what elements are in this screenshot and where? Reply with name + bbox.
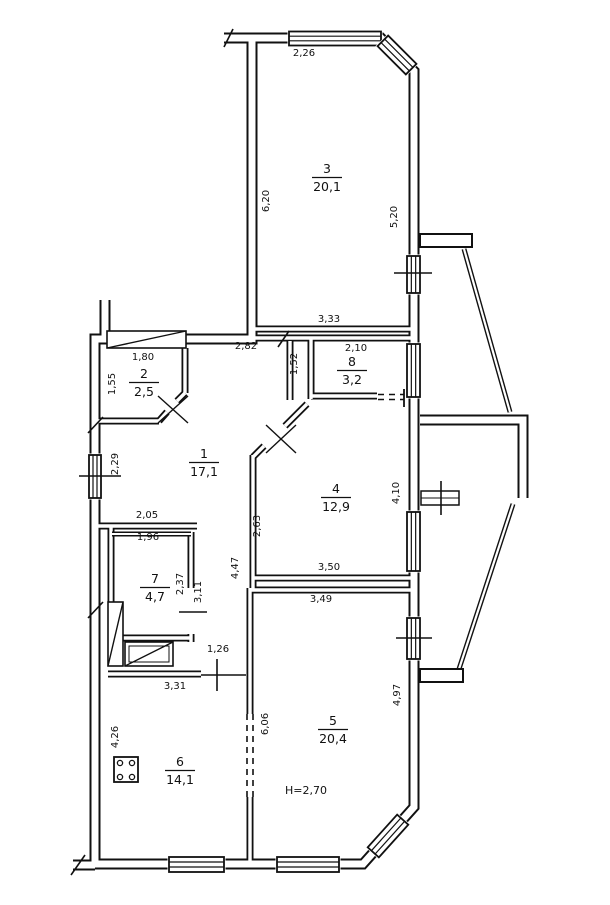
stove-burner — [128, 773, 136, 781]
room-area: 2,5 — [134, 384, 154, 399]
dimension-label: 1,52 — [289, 353, 300, 375]
wall-break-mark — [70, 854, 86, 876]
room-number: 2 — [140, 366, 148, 381]
partition-wall-core — [283, 402, 309, 428]
corner-window — [365, 812, 411, 860]
window-frame — [276, 856, 340, 873]
window-frame — [406, 343, 421, 398]
window-frame — [406, 511, 421, 572]
closet-diagonal — [106, 330, 187, 349]
window-frame — [366, 813, 410, 859]
dimension-label: 2,37 — [175, 573, 186, 595]
window-blank — [405, 342, 422, 399]
duct-shaft-diagonal — [107, 601, 124, 667]
dimension-label: 4,10 — [391, 482, 402, 504]
stove-burner — [116, 773, 124, 781]
door-swing-mark — [157, 395, 189, 424]
window-blank — [405, 254, 422, 295]
room-number: 3 — [323, 161, 331, 176]
dimension-label: 2,63 — [252, 515, 263, 537]
balcony-railing-core — [457, 503, 515, 670]
dimension-label: 4,97 — [392, 684, 403, 706]
dimension-label: 3,31 — [164, 681, 186, 692]
room-area: 12,9 — [322, 499, 350, 514]
window-blank — [287, 30, 383, 47]
room-area: 20,1 — [313, 179, 341, 194]
dimension-label: 6,20 — [261, 190, 272, 212]
door-swing-mark — [265, 424, 297, 454]
windows-doors-layer — [70, 28, 460, 876]
dimension-label: 1,26 — [207, 644, 229, 655]
balcony-slab — [419, 668, 464, 683]
dimension-label: 2,10 — [345, 343, 367, 354]
dimension-label: 4,47 — [230, 557, 241, 579]
dimension-label: 1,80 — [132, 352, 154, 363]
dimension-label: 3,49 — [310, 594, 332, 605]
balcony-slab — [419, 233, 473, 248]
room-number: 8 — [348, 354, 356, 369]
dimension-label: 2,82 — [235, 341, 257, 352]
ceiling-height-note: H=2,70 — [285, 784, 327, 797]
window-glazing — [380, 42, 410, 72]
dimension-label: 1,96 — [137, 532, 159, 543]
stove-burner — [116, 759, 124, 767]
window-glazing — [374, 820, 406, 855]
room-area: 4,7 — [145, 589, 165, 604]
window-blank — [275, 855, 341, 874]
dimension-label: 2,05 — [136, 510, 158, 521]
dimension-label: 2,29 — [110, 453, 121, 475]
partition-wall-core — [157, 410, 169, 423]
partition-wall-core — [175, 391, 187, 403]
window-blank — [365, 812, 411, 860]
room-number: 7 — [151, 571, 159, 586]
window-glazing — [370, 817, 402, 852]
fixtures-layer — [106, 330, 187, 783]
dimension-label: 4,26 — [110, 726, 121, 748]
room-area: 3,2 — [342, 372, 362, 387]
dimension-label: 6,06 — [260, 713, 271, 735]
partition-wall-core — [251, 444, 266, 459]
stove-burner — [128, 759, 136, 767]
window-blank — [375, 33, 419, 77]
dimension-label: 5,20 — [389, 206, 400, 228]
room-number: 5 — [329, 713, 337, 728]
dimension-label: 3,50 — [318, 562, 340, 573]
room-number: 6 — [176, 754, 184, 769]
duct-shaft-inner — [128, 645, 170, 663]
window-blank — [167, 855, 226, 874]
dimension-label: 3,11 — [193, 581, 204, 603]
room-area: 17,1 — [190, 464, 218, 479]
wall-break-mark — [277, 330, 290, 348]
wall-break-mark — [87, 416, 104, 434]
dimension-label: 3,33 — [318, 314, 340, 325]
room-area: 20,4 — [319, 731, 347, 746]
window-frame — [168, 856, 225, 873]
outer-wall-core — [420, 416, 527, 498]
wall-break-mark — [223, 28, 234, 48]
dimension-label: 2,26 — [293, 48, 315, 59]
room-number: 4 — [332, 481, 340, 496]
window-frame — [406, 255, 421, 294]
room-number: 1 — [200, 446, 208, 461]
wall-break-mark — [87, 601, 104, 619]
corner-window — [375, 33, 419, 77]
window-blank — [405, 510, 422, 573]
balcony-railing-core — [462, 248, 512, 413]
room-area: 14,1 — [166, 772, 194, 787]
window-frame — [288, 30, 382, 47]
labels-layer: 2,26 6,20 5,20 3,33 2,82 2,10 1,52 1,80 1,55 2,29… — [107, 48, 403, 797]
dimension-label: 1,55 — [107, 373, 118, 395]
window-glazing — [384, 38, 414, 68]
window-frame — [376, 34, 418, 76]
